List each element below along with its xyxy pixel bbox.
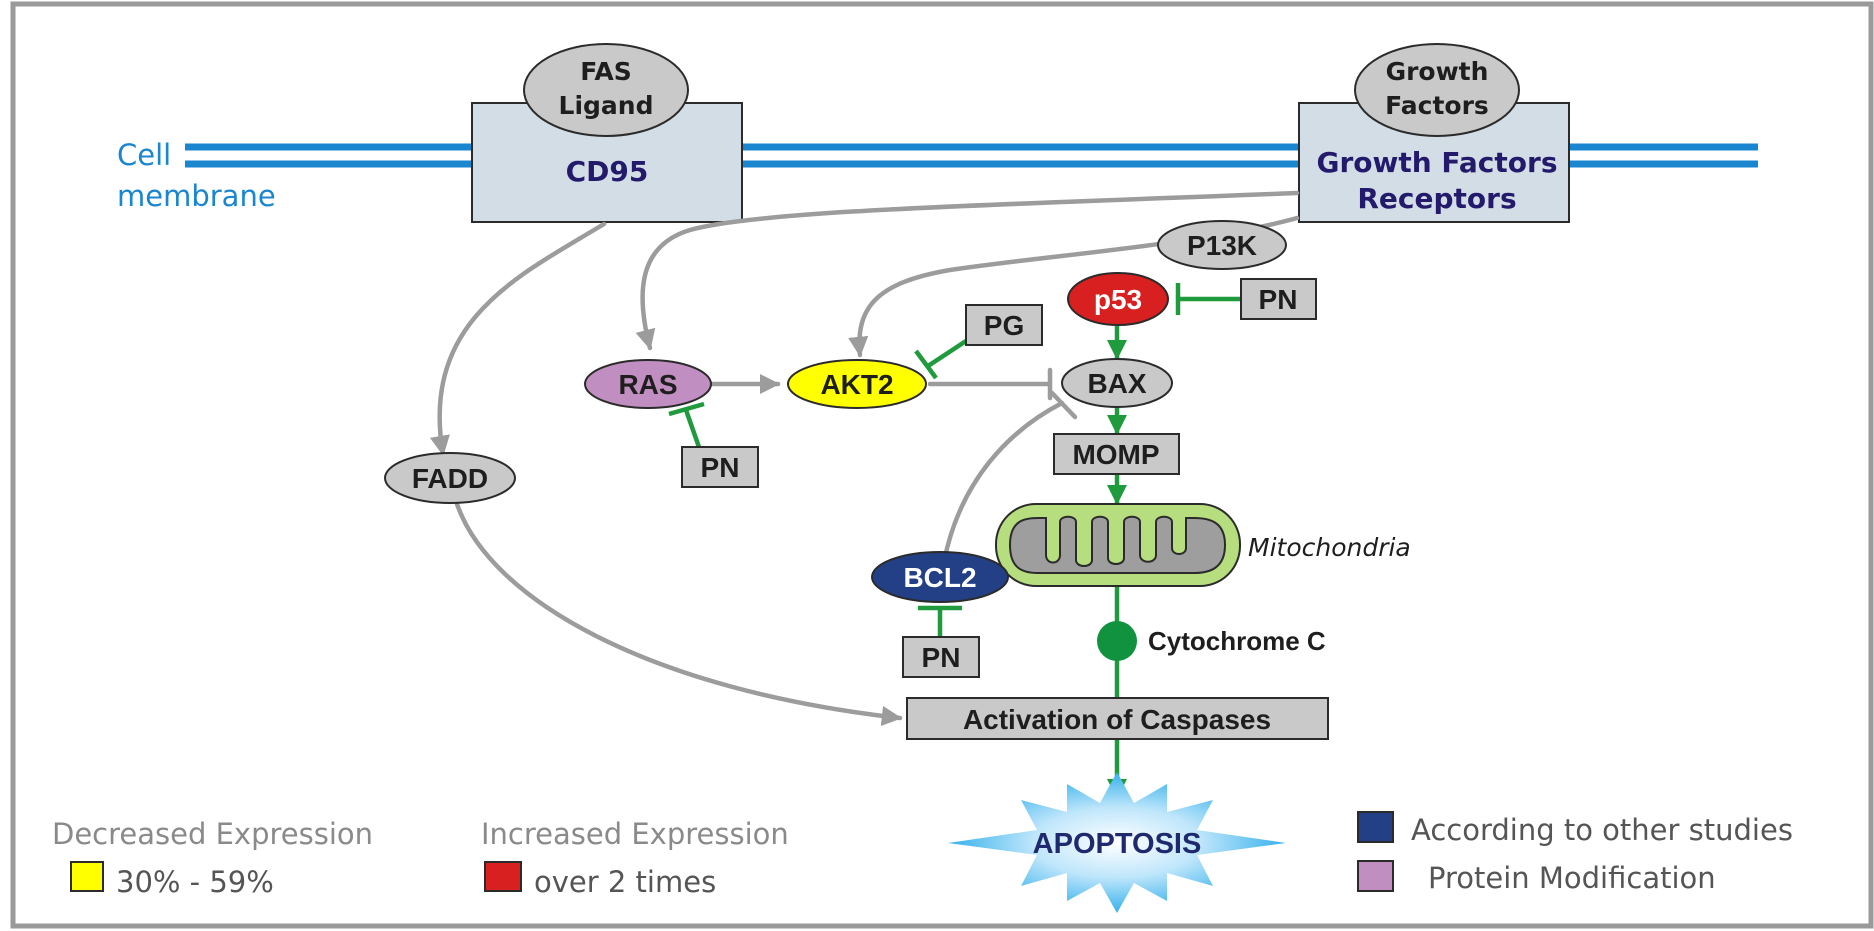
- mitochondria-label: Mitochondria: [1248, 533, 1411, 562]
- pn-ras-label: PN: [701, 452, 740, 483]
- apoptosis-starburst: [948, 772, 1286, 913]
- inhibition-bcl2-to-bax: [941, 390, 1078, 565]
- arrow-cd95-to-fadd: [429, 221, 607, 457]
- growth-factors-ligand-line2: Factors: [1385, 91, 1489, 120]
- inhibition-pn-to-bcl2: [918, 605, 962, 637]
- legend-increased-swatch: [484, 861, 522, 892]
- akt2-node: [787, 359, 927, 409]
- growth-factors-receptor: [1298, 43, 1570, 223]
- inhibition-pn-to-p53: [1175, 283, 1241, 315]
- cd95-receptor: [471, 43, 743, 223]
- fadd-node: [384, 452, 516, 504]
- cytochrome-c-label: Cytochrome C: [1148, 626, 1326, 656]
- cytochrome-c-node: [1097, 621, 1137, 661]
- cd95-label: CD95: [566, 155, 649, 188]
- p53-label: p53: [1094, 284, 1142, 315]
- bcl2-label: BCL2: [903, 562, 976, 593]
- pn-p53-label: PN: [1259, 284, 1298, 315]
- arrow-fadd-to-caspases: [454, 501, 903, 727]
- inhibition-pn-to-ras: [668, 401, 705, 451]
- momp-box: [1053, 433, 1180, 475]
- legend-protein-mod-label: Protein Modification: [1428, 861, 1716, 895]
- caspases-label: Activation of Caspases: [963, 704, 1271, 735]
- pn-box-p53: [1240, 278, 1317, 320]
- momp-label: MOMP: [1072, 439, 1159, 470]
- legend-decreased-range: 30% - 59%: [116, 865, 274, 899]
- legend-other-studies-label: According to other studies: [1411, 813, 1793, 847]
- akt2-label: AKT2: [820, 369, 893, 400]
- mitochondria: [995, 503, 1241, 587]
- bax-node: [1061, 358, 1173, 408]
- bcl2-node: [871, 551, 1009, 603]
- growth-factors-ligand-line1: Growth: [1386, 57, 1489, 86]
- apoptosis-label: APOPTOSIS: [1033, 828, 1202, 860]
- pn-bcl2-label: PN: [922, 642, 961, 673]
- arrow-receptor-to-ras: [635, 190, 1300, 351]
- p13k-node: [1157, 220, 1287, 270]
- fas-ligand-line1: FAS: [580, 57, 632, 86]
- inhibition-pg-to-akt2: [914, 339, 968, 380]
- membrane-label-line1: Cell: [117, 138, 171, 172]
- p53-node: [1067, 272, 1169, 326]
- fas-ligand-line2: Ligand: [559, 91, 654, 120]
- legend-other-studies-swatch: [1357, 811, 1394, 843]
- pg-box: [965, 304, 1043, 346]
- ras-node: [584, 359, 712, 409]
- ras-label: RAS: [618, 369, 677, 400]
- growth-receptor-label-line2: Receptors: [1357, 182, 1516, 215]
- legend: Decreased Expression 30% - 59% Increased…: [52, 811, 1793, 899]
- p13k-label: P13K: [1187, 230, 1257, 261]
- legend-decreased-heading: Decreased Expression: [52, 817, 373, 851]
- pn-box-bcl2: [902, 636, 980, 678]
- legend-increased-range: over 2 times: [534, 865, 716, 899]
- legend-protein-mod-swatch: [1357, 860, 1394, 892]
- caspases-box: [906, 697, 1329, 740]
- figure-frame: [10, 1, 1874, 929]
- bax-label: BAX: [1087, 368, 1146, 399]
- pn-box-ras: [681, 446, 759, 488]
- pg-label: PG: [984, 310, 1024, 341]
- inhibition-akt2-to-bax: [927, 367, 1053, 401]
- legend-decreased-swatch: [70, 861, 104, 892]
- growth-receptor-label-line1: Growth Factors: [1316, 146, 1557, 179]
- legend-increased-heading: Increased Expression: [481, 817, 789, 851]
- membrane-label-line2: membrane: [117, 179, 276, 213]
- fadd-label: FADD: [412, 463, 488, 494]
